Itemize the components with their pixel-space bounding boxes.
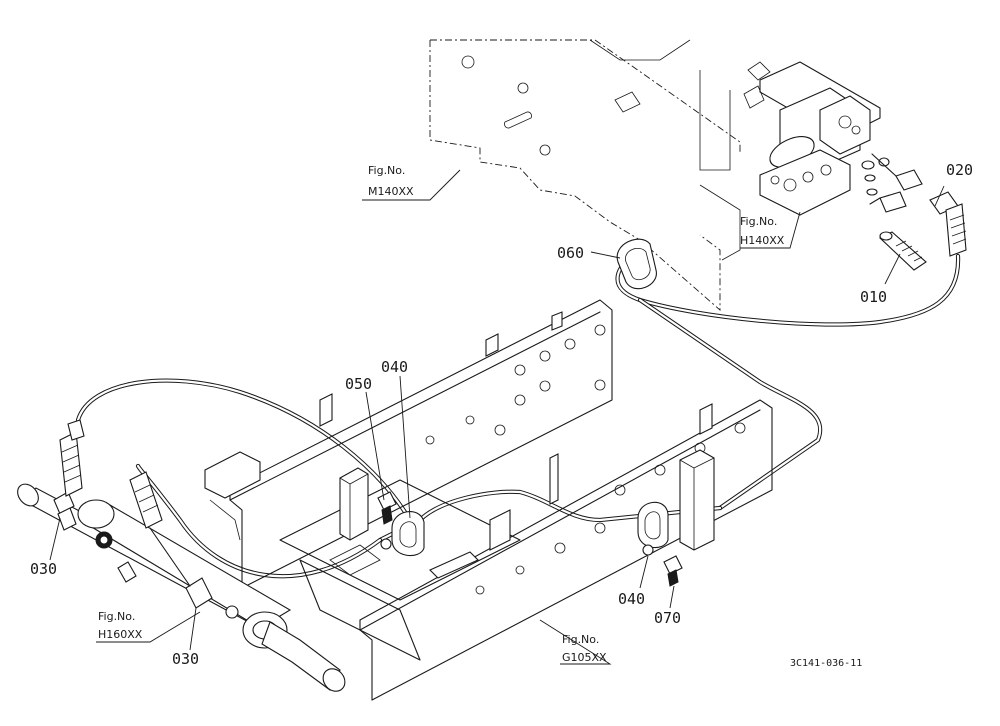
part-label-060: 060 xyxy=(557,244,584,262)
part-label-070: 070 xyxy=(654,609,681,627)
hydraulic-pipe xyxy=(135,247,961,579)
hydraulic-pump xyxy=(759,61,890,216)
adapter-010 xyxy=(879,231,927,271)
figref-m140-line1: Fig.No. xyxy=(368,164,405,177)
reference-frame-m140 xyxy=(429,39,771,311)
figref-g105-line2: G105XX xyxy=(562,651,607,664)
figref-m140-line2: M140XX xyxy=(368,185,414,198)
grommet-060 xyxy=(616,238,657,290)
part-label-020: 020 xyxy=(946,161,973,179)
bolt-050 xyxy=(377,491,397,525)
part-label-010: 010 xyxy=(860,288,887,306)
leader-lines xyxy=(49,169,945,665)
hose-fitting-020 xyxy=(929,191,967,257)
main-frame xyxy=(204,299,773,701)
part-label-050: 050 xyxy=(345,375,372,393)
figref-h160-line1: Fig.No. xyxy=(98,610,135,623)
figref-h160-line2: H160XX xyxy=(98,628,143,641)
figref-h140-line1: Fig.No. xyxy=(740,215,777,228)
figref-g105-line1: Fig.No. xyxy=(562,633,599,646)
elbow-fitting-030-upper xyxy=(53,419,85,531)
bolt-070 xyxy=(663,555,683,587)
elbow-fitting-030-lower xyxy=(129,471,213,609)
figref-h140-line2: H140XX xyxy=(740,234,785,247)
drawing-code: 3C141-036-11 xyxy=(790,658,862,669)
part-label-030-lower: 030 xyxy=(172,650,199,668)
part-label-040-left: 040 xyxy=(381,358,408,376)
clamp-040-right xyxy=(637,501,669,556)
part-label-030-upper: 030 xyxy=(30,560,57,578)
pump-fittings xyxy=(869,153,923,213)
part-label-040-right: 040 xyxy=(618,590,645,608)
rubber-hose xyxy=(75,378,413,523)
clamp-040-left xyxy=(380,511,425,557)
